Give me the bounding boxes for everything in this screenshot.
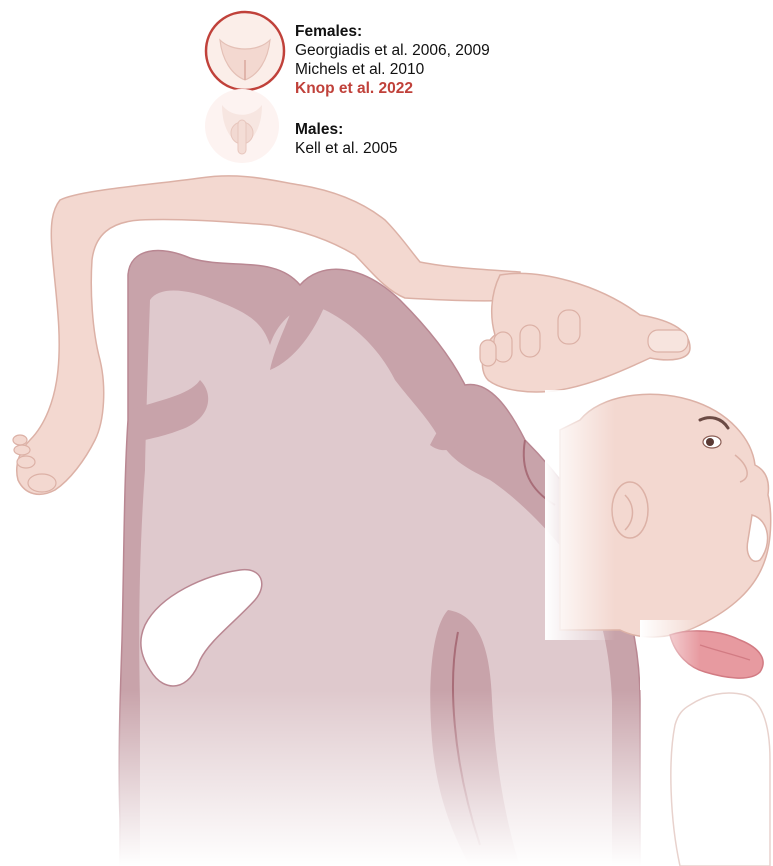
- pharynx-outline: [671, 693, 770, 866]
- males-heading: Males:: [295, 120, 398, 139]
- male-ref-1: Kell et al. 2005: [295, 139, 398, 158]
- female-ref-1: Georgiadis et al. 2006, 2009: [295, 41, 490, 60]
- hand-icon: [480, 273, 690, 392]
- face-fade: [545, 390, 615, 640]
- female-ref-highlight: Knop et al. 2022: [295, 79, 490, 98]
- females-heading: Females:: [295, 22, 490, 41]
- tongue-icon: [640, 620, 763, 690]
- female-ref-2: Michels et al. 2010: [295, 60, 490, 79]
- brain-fade: [100, 690, 660, 866]
- legend-males: Males: Kell et al. 2005: [295, 120, 398, 158]
- female-genitalia-icon: [206, 12, 284, 90]
- legend-females: Females: Georgiadis et al. 2006, 2009 Mi…: [295, 22, 490, 98]
- male-genitalia-icon: [205, 89, 279, 163]
- head-icon: [545, 390, 771, 640]
